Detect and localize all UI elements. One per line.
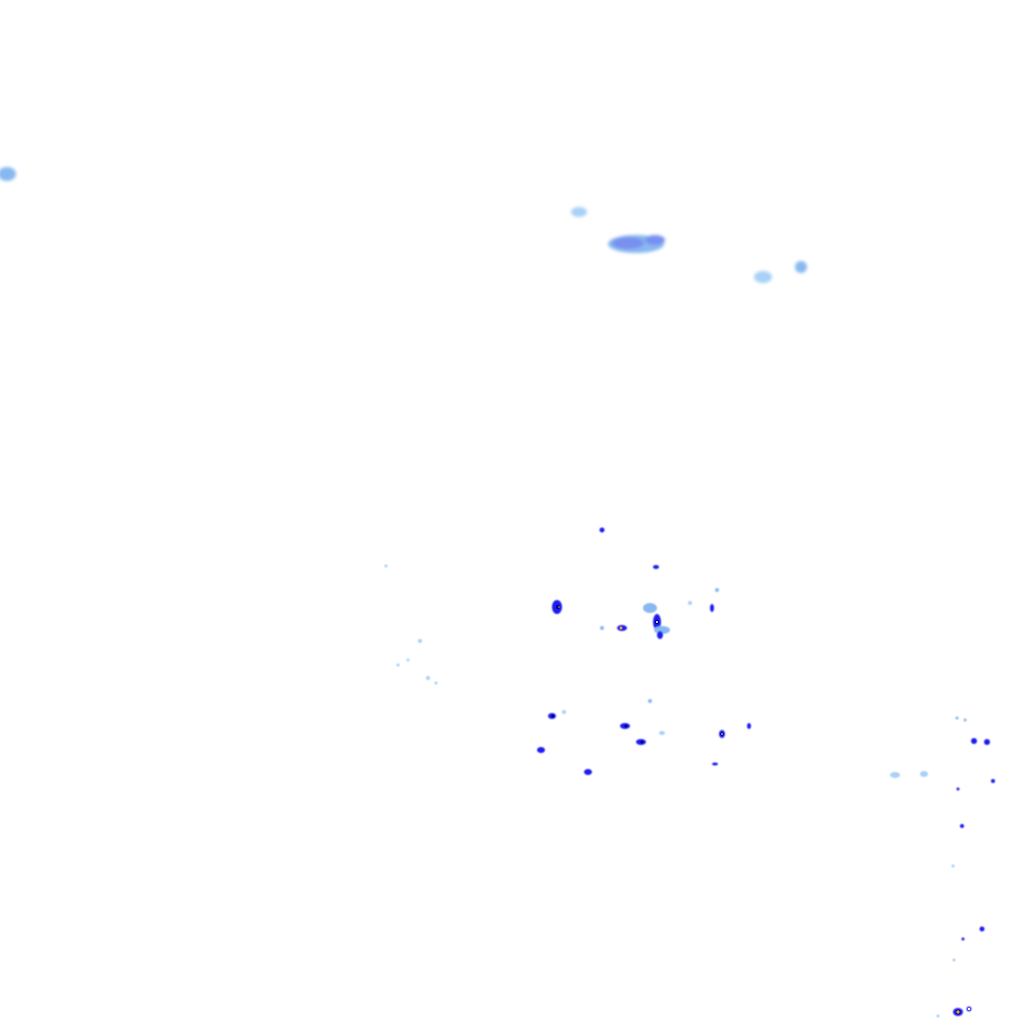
precip-cell <box>584 769 592 775</box>
precip-cell <box>890 772 900 778</box>
precip-cell <box>956 787 960 791</box>
precip-cell <box>688 601 692 605</box>
precip-cell <box>971 738 977 744</box>
precip-cell <box>599 527 605 533</box>
precip-cell <box>426 676 430 680</box>
precip-core <box>556 605 560 609</box>
precip-cell <box>0 167 16 181</box>
precip-cluster-west <box>384 564 438 685</box>
precip-cell <box>562 710 566 714</box>
precip-cell <box>951 864 955 868</box>
precip-cell <box>984 739 990 745</box>
precip-cell <box>659 731 665 735</box>
precip-core <box>619 626 623 630</box>
precip-cell <box>712 762 718 766</box>
precip-cell <box>710 604 714 612</box>
precip-cell <box>384 564 388 568</box>
precip-cell <box>961 937 965 941</box>
precip-cell <box>645 235 665 245</box>
precip-core <box>967 1007 971 1011</box>
precip-cell <box>747 723 751 729</box>
precip-cell <box>657 631 663 639</box>
precip-core <box>956 1010 960 1014</box>
precip-cell <box>418 639 422 643</box>
precip-cell <box>612 237 644 249</box>
precip-cell <box>936 1014 940 1018</box>
precip-cell <box>653 565 659 569</box>
precip-cell <box>643 603 657 613</box>
precip-core <box>640 740 644 744</box>
precip-cell <box>754 271 772 283</box>
precip-core <box>624 724 628 728</box>
precip-cell <box>715 588 719 592</box>
precip-cell <box>795 261 807 273</box>
precip-cell <box>648 699 652 703</box>
precip-cell <box>654 626 670 634</box>
precip-core <box>656 621 658 623</box>
precip-cell <box>406 658 410 662</box>
precip-core <box>558 606 560 608</box>
precip-cluster-central <box>537 527 751 775</box>
precip-core <box>721 733 723 735</box>
precip-cell <box>960 824 964 828</box>
precip-core <box>551 714 555 718</box>
precip-cell <box>537 747 545 753</box>
precip-cell <box>571 207 587 217</box>
precip-cell <box>920 771 928 777</box>
precip-cell <box>600 626 604 630</box>
precip-cell <box>396 663 400 667</box>
precip-cell <box>979 926 985 932</box>
precip-cluster-north <box>0 167 807 283</box>
precip-cell <box>963 718 967 722</box>
precip-cell <box>434 681 438 685</box>
precip-cell <box>952 958 956 962</box>
precip-cell <box>955 716 959 720</box>
precip-cluster-east <box>890 716 995 1018</box>
precip-cell <box>991 779 995 783</box>
